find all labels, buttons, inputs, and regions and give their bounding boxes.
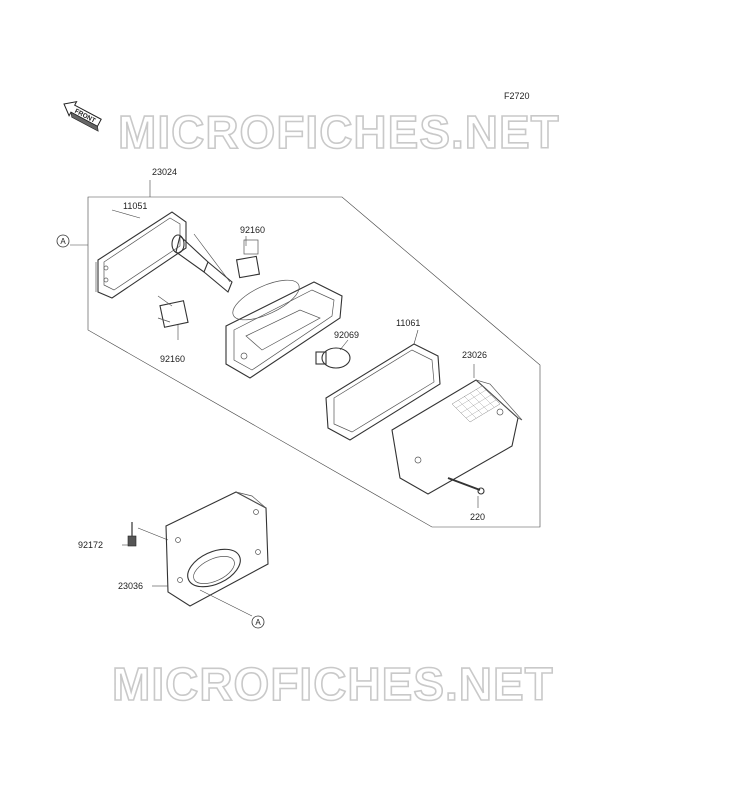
- bracket-part: [152, 491, 269, 617]
- svg-text:A: A: [255, 618, 261, 627]
- label-11051: 11051: [123, 201, 147, 211]
- callout-a-bottom: A: [251, 615, 265, 629]
- label-92160-upper: 92160: [240, 225, 265, 235]
- screw-part: [447, 477, 485, 508]
- label-23036: 23036: [118, 581, 143, 591]
- bolt-part: [122, 522, 169, 547]
- rear-gasket-part: [95, 209, 187, 299]
- label-92172: 92172: [78, 540, 103, 550]
- label-23024: 23024: [152, 167, 177, 177]
- watermark-bottom: MICROFICHES.NET: [112, 658, 554, 710]
- front-arrow-icon: FRONT: [63, 100, 102, 132]
- upper-socket-part: [171, 234, 261, 293]
- lens-gasket-part: [325, 329, 441, 441]
- assembly-outline: [70, 180, 541, 528]
- label-92069: 92069: [334, 330, 359, 340]
- callout-a-top: A: [56, 234, 70, 248]
- lens-part: [391, 364, 523, 495]
- label-23026: 23026: [462, 350, 487, 360]
- label-220: 220: [470, 512, 485, 522]
- lamp-housing-part: [193, 233, 343, 379]
- label-92160-lower: 92160: [160, 354, 185, 364]
- svg-text:A: A: [60, 237, 66, 246]
- lower-socket-part: [157, 295, 189, 340]
- bulb-part: [315, 339, 351, 369]
- lens-grid: [451, 385, 501, 423]
- label-11061: 11061: [396, 318, 420, 328]
- figure-code: F2720: [504, 91, 530, 101]
- watermark-top: MICROFICHES.NET: [118, 106, 560, 158]
